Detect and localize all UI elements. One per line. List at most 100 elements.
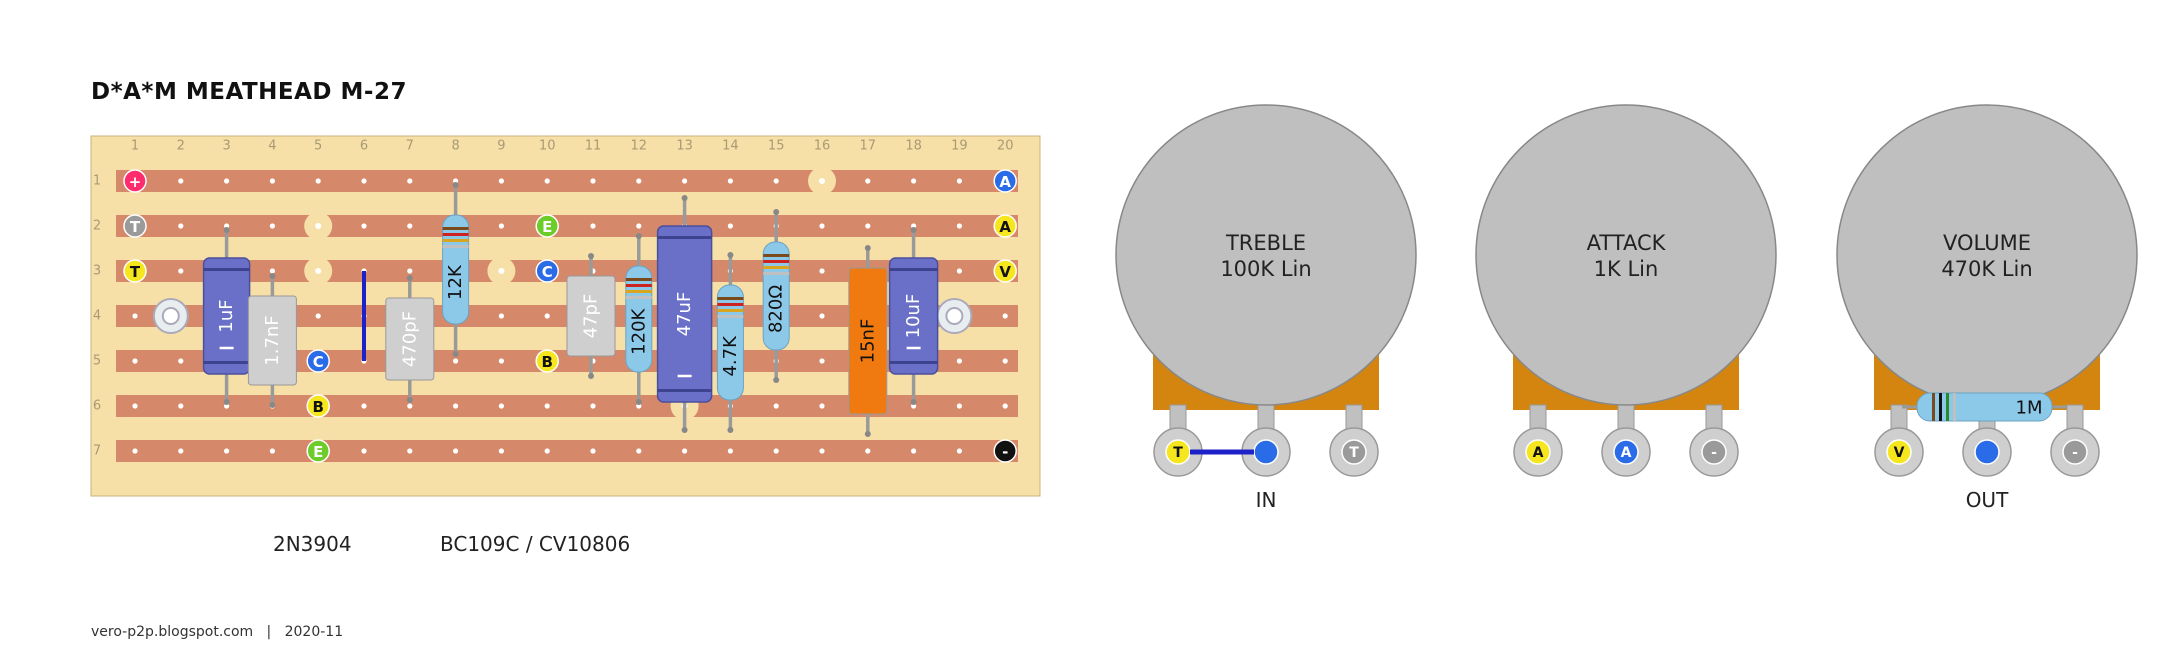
pot-name: TREBLE [1225,231,1306,255]
lead-end [635,233,642,239]
resistor-120k-band [625,278,652,281]
resistor-1m-band [1946,393,1949,421]
capacitor-47uf-band [657,236,712,239]
strip-hole [178,223,184,229]
capacitor-47pf-label: 47pF [581,294,602,339]
capacitor-1uf-band [203,361,250,364]
pad-label: T [130,218,141,236]
strip-hole [819,313,825,319]
capacitor-47uf-body [656,225,713,403]
resistor-120k-band [625,284,652,287]
strip-hole [590,178,596,184]
column-number: 12 [631,139,648,154]
strip-hole [865,223,871,229]
capacitor-10uf-band [889,361,938,364]
pad-yellow [123,259,147,283]
strip-hole [315,268,322,274]
footer-separator: | [266,624,272,640]
capacitor-47uf-band [657,389,712,392]
strip-hole [498,448,504,454]
pot-name: VOLUME [1943,231,2031,255]
capacitor-470pf-label: 470pF [399,311,420,367]
strip-hole [727,448,734,454]
lead-end [864,245,871,251]
strip-hole [498,358,504,364]
mounting-hole-inner [945,307,964,325]
strip-hole [224,178,230,184]
footer-date: 2020-11 [284,624,344,640]
strip-hole [911,448,917,454]
strip-hole [315,178,321,184]
pad-blue [306,349,330,373]
strip-hole [956,223,963,229]
pad-pink [123,169,147,193]
strip-hole [819,268,825,274]
pot-lug-label: V [1894,445,1905,461]
pot-value: 100K Lin [1220,257,1311,281]
pot-lug-pad [1525,439,1551,465]
row-number: 5 [93,354,101,369]
strip-hole [773,178,779,184]
strip-hole [315,313,321,319]
pot-knob [1475,104,1777,406]
resistor-4-7k-label: 4.7K [720,335,741,377]
strip-hole [178,178,184,184]
column-number: 8 [451,139,459,154]
pad-blue [535,259,559,283]
pad-label: + [129,173,142,191]
pot-lug-label: A [1533,445,1544,461]
column-number: 5 [314,139,322,154]
strip-hole [956,403,963,409]
resistor-1m-band [1939,393,1942,421]
pot-lug-pad [2062,439,2088,465]
capacitor-1-7nf-body [247,295,297,386]
resistor-820r-band [763,254,790,257]
strip-hole [1002,313,1008,319]
pot-lug-label: - [2072,445,2078,461]
lead-end [635,399,642,405]
strip-hole [544,448,550,454]
pot-knob [1115,104,1417,406]
strip-hole [498,403,504,409]
column-number: 2 [177,139,185,154]
strip-hole [132,358,138,364]
column-number: 14 [722,139,739,154]
strip-hole [590,448,596,454]
pot-name: ATTACK [1587,231,1667,255]
footer: vero-p2p.blogspot.com | 2020-11 [91,624,343,640]
strip-hole [956,178,963,184]
pad-label: E [542,218,552,236]
capacitor-10uf-body [888,257,939,375]
capacitor-10uf-band [889,268,938,271]
resistor-12k-band [442,233,469,236]
pot-lug-pad [1341,439,1367,465]
page-title: D*A*M MEATHEAD M-27 [91,79,407,105]
strip-hole [269,178,275,184]
resistor-820r-label: 820Ω [766,285,787,333]
capacitor-1uf-band [203,268,250,271]
strip-hole [819,178,825,184]
lead-end [223,227,230,233]
pot-lug-pad [1886,439,1912,465]
strip-hole [178,358,184,364]
resistor-4-7k-band [717,309,744,312]
column-number: 18 [905,139,922,154]
pot-lug-pad [1974,439,2000,465]
row-number: 4 [93,309,101,324]
lead-end [910,399,917,405]
copper-strip [116,350,1018,372]
strip-hole [178,448,184,454]
pad-yellow [993,214,1017,238]
strip-hole [178,268,184,274]
strip-hole [407,403,413,409]
capacitor-47uf-label: 47uF [674,292,695,337]
strip-hole [590,223,596,229]
strip-hole [498,313,504,319]
strip-hole [1002,403,1008,409]
strip-hole [544,178,550,184]
strip-hole [361,223,367,229]
copper-strip [116,260,1018,282]
lead-end [269,273,276,279]
